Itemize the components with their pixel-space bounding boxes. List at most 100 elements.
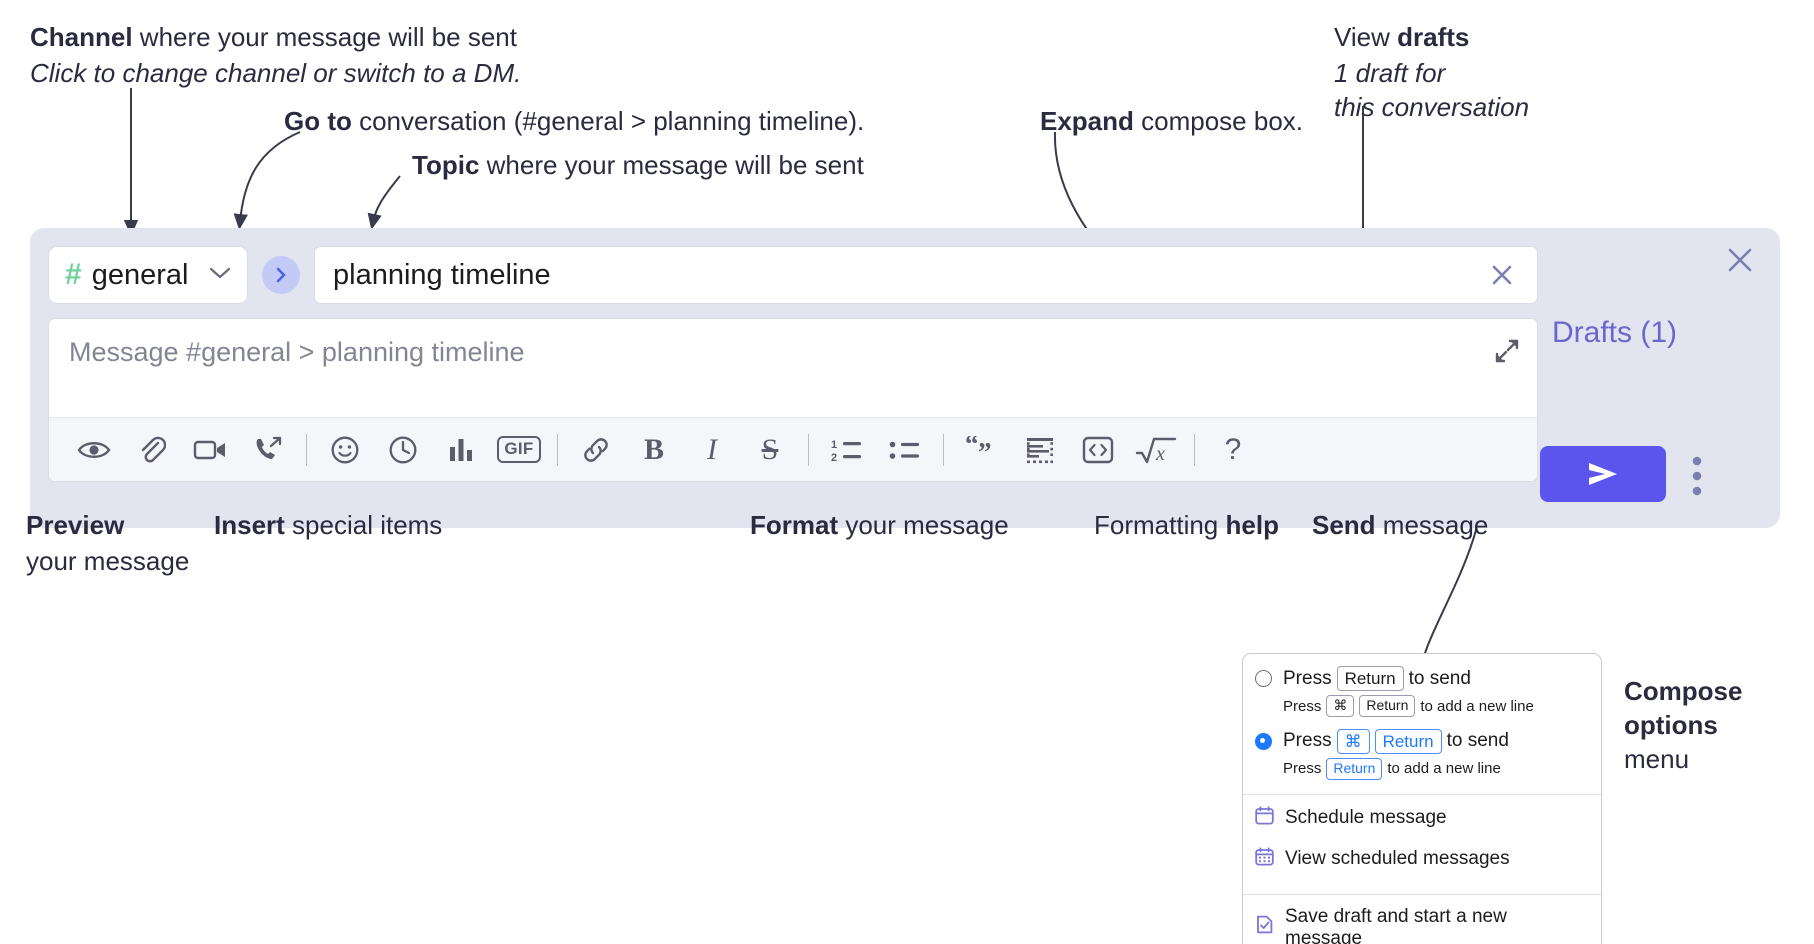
topic-value: planning timeline bbox=[333, 258, 551, 291]
annotation-goto: Go to conversation (#general > planning … bbox=[284, 106, 864, 138]
option1-key-return: Return bbox=[1336, 666, 1404, 692]
option2-key-return: Return bbox=[1374, 728, 1442, 754]
option1-tosend: to send bbox=[1408, 667, 1471, 689]
compose-options-button[interactable] bbox=[1692, 456, 1702, 501]
strike-label: S bbox=[761, 432, 779, 466]
option2-key-cmd: ⌘ bbox=[1336, 728, 1370, 754]
option1-press: Press bbox=[1283, 667, 1332, 689]
compose-inner: # general planning timeline bbox=[48, 246, 1538, 482]
annotation-drafts-sub1: 1 draft for bbox=[1334, 57, 1446, 88]
italic-label: I bbox=[707, 432, 717, 466]
toolbar-divider bbox=[1194, 433, 1195, 466]
annotation-format: Format your message bbox=[750, 510, 1009, 542]
radio-unselected-icon[interactable] bbox=[1255, 670, 1272, 687]
help-label: ? bbox=[1224, 432, 1242, 466]
channel-picker[interactable]: # general bbox=[48, 246, 248, 304]
send-shortcut-options: Press Return to send Press ⌘ Return to a… bbox=[1243, 654, 1601, 784]
option2-sub-key-return: Return bbox=[1326, 758, 1383, 780]
channel-name: general bbox=[91, 258, 189, 291]
menu-item-view-scheduled[interactable]: View scheduled messages bbox=[1243, 839, 1601, 880]
send-option-return[interactable]: Press Return to send Press ⌘ Return to a… bbox=[1243, 657, 1601, 717]
formatting-toolbar: GIF B I S bbox=[49, 417, 1537, 481]
toolbar-divider bbox=[943, 433, 944, 466]
annotation-help: Formatting help bbox=[1094, 510, 1279, 542]
hash-icon: # bbox=[65, 258, 82, 291]
gif-label: GIF bbox=[497, 436, 541, 463]
option2-sub-tail: to add a new line bbox=[1387, 760, 1501, 778]
annotation-help-bold: help bbox=[1225, 510, 1279, 540]
annotation-expand-rest: compose box. bbox=[1133, 106, 1304, 136]
goto-conversation-button[interactable] bbox=[262, 256, 300, 294]
menu-item-save-draft[interactable]: Save draft and start a new message bbox=[1243, 898, 1601, 944]
option2-press: Press bbox=[1283, 730, 1332, 752]
annotation-drafts-sub2: this conversation bbox=[1334, 91, 1530, 122]
attachment-icon[interactable] bbox=[123, 426, 181, 474]
expand-compose-icon[interactable] bbox=[1493, 337, 1521, 370]
annotation-channel-sub: Click to change channel or switch to a D… bbox=[30, 57, 522, 88]
annotation-send-bold: Send bbox=[1312, 510, 1376, 540]
svg-text:”: ” bbox=[978, 437, 992, 464]
calendar-grid-icon bbox=[1255, 846, 1274, 872]
chevron-right-icon bbox=[276, 267, 286, 283]
blockquote-icon[interactable]: “” bbox=[953, 426, 1011, 474]
svg-text:x: x bbox=[1155, 443, 1165, 465]
compose-options-menu: Press Return to send Press ⌘ Return to a… bbox=[1242, 653, 1602, 944]
link-icon[interactable] bbox=[567, 426, 625, 474]
option2-tosend: to send bbox=[1446, 730, 1509, 752]
draft-group: Save draft and start a new message bbox=[1243, 895, 1601, 944]
annotation-drafts-pre: View bbox=[1334, 22, 1398, 52]
radio-selected-icon[interactable] bbox=[1255, 732, 1272, 750]
annotation-drafts-bold: drafts bbox=[1397, 22, 1470, 52]
annotation-topic-rest: where your message will be sent bbox=[479, 150, 864, 180]
bold-label: B bbox=[643, 432, 664, 466]
menu-item-schedule-message[interactable]: Schedule message bbox=[1243, 798, 1601, 839]
option1-sub-tail: to add a new line bbox=[1420, 697, 1534, 715]
code-icon[interactable] bbox=[1069, 426, 1127, 474]
poll-icon[interactable] bbox=[432, 426, 490, 474]
send-option-cmd-return[interactable]: Press ⌘ Return to send Press Return to a… bbox=[1243, 717, 1601, 780]
send-button[interactable] bbox=[1540, 446, 1666, 502]
annotation-format-rest: your message bbox=[838, 510, 1009, 540]
help-icon[interactable]: ? bbox=[1204, 426, 1262, 474]
video-icon[interactable] bbox=[181, 426, 239, 474]
preview-icon[interactable] bbox=[65, 426, 123, 474]
menu-divider bbox=[1243, 893, 1601, 895]
svg-text:2: 2 bbox=[831, 452, 837, 463]
annotation-topic: Topic where your message will be sent bbox=[412, 150, 864, 182]
annotation-preview: Preview your message bbox=[26, 510, 189, 578]
toolbar-divider bbox=[808, 433, 809, 466]
message-input[interactable]: Message #general > planning timeline bbox=[49, 319, 1537, 417]
code-block-icon[interactable] bbox=[1011, 426, 1069, 474]
clock-icon[interactable] bbox=[374, 426, 432, 474]
toolbar-divider bbox=[306, 433, 307, 466]
option1-sub-key-return: Return bbox=[1359, 695, 1416, 717]
annotation-preview-sub: your message bbox=[26, 545, 190, 576]
clear-topic-icon[interactable] bbox=[1481, 260, 1523, 290]
option1-sub-press: Press bbox=[1283, 697, 1322, 715]
drafts-link[interactable]: Drafts (1) bbox=[1552, 316, 1678, 349]
annotation-compose-options-rest: menu bbox=[1624, 743, 1690, 774]
annotation-goto-rest: conversation (#general > planning timeli… bbox=[351, 106, 865, 136]
menu-item-label: Schedule message bbox=[1285, 807, 1447, 828]
topic-input[interactable]: planning timeline bbox=[314, 246, 1538, 304]
italic-icon[interactable]: I bbox=[683, 426, 741, 474]
math-icon[interactable]: x bbox=[1127, 426, 1185, 474]
strikethrough-icon[interactable]: S bbox=[741, 426, 799, 474]
bulleted-list-icon[interactable] bbox=[876, 426, 934, 474]
bold-icon[interactable]: B bbox=[625, 426, 683, 474]
annotation-preview-bold: Preview bbox=[26, 510, 125, 540]
emoji-icon[interactable] bbox=[316, 426, 374, 474]
toolbar-divider bbox=[557, 433, 558, 466]
gif-icon[interactable]: GIF bbox=[490, 426, 548, 474]
annotation-topic-bold: Topic bbox=[412, 150, 480, 180]
option1-sub-key-cmd: ⌘ bbox=[1326, 695, 1355, 717]
option2-sub-press: Press bbox=[1283, 760, 1322, 778]
annotation-compose-options-bold1: Compose bbox=[1624, 676, 1743, 706]
huddle-call-icon[interactable] bbox=[239, 426, 297, 474]
annotation-insert-bold: Insert bbox=[214, 510, 285, 540]
close-icon[interactable] bbox=[1724, 244, 1756, 281]
annotation-format-bold: Format bbox=[750, 510, 839, 540]
menu-divider bbox=[1243, 793, 1601, 795]
annotation-help-pre: Formatting bbox=[1094, 510, 1226, 540]
